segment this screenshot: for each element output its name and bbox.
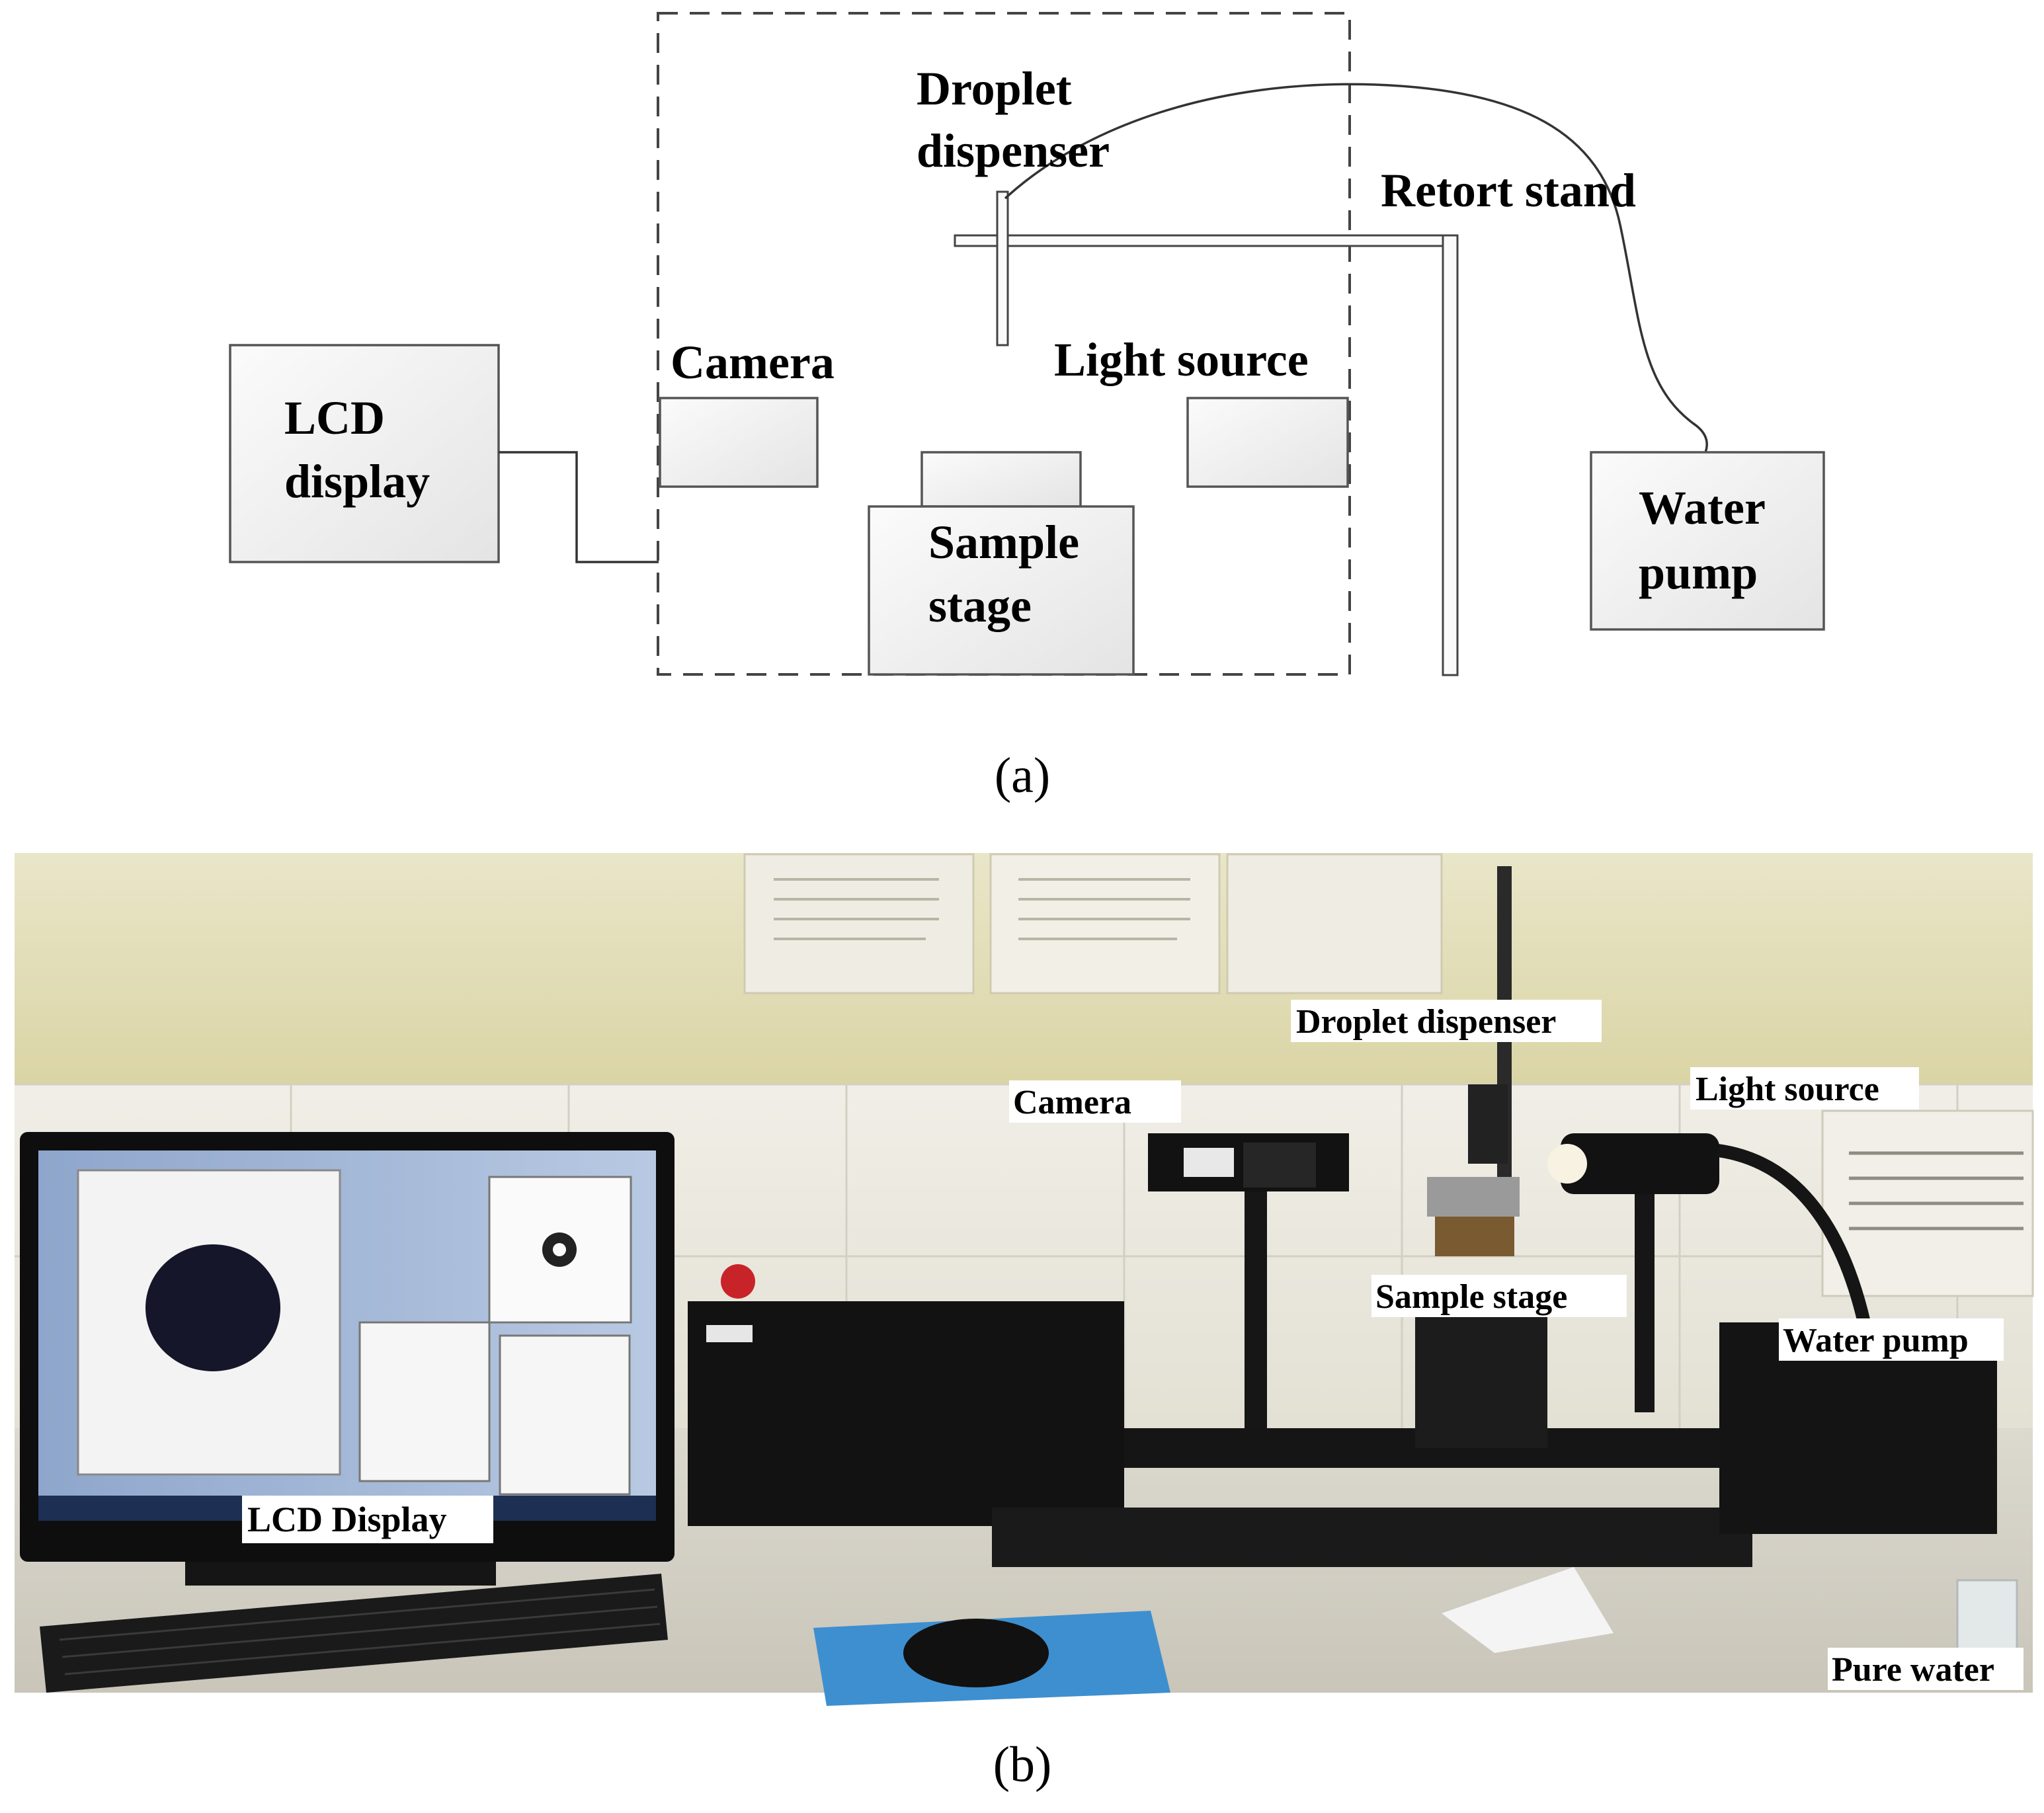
photo-label-pure-water: Pure water bbox=[1828, 1648, 2024, 1690]
sample-stage-top bbox=[920, 451, 1082, 508]
droplet-dispenser-needle bbox=[996, 190, 1009, 346]
svg-text:LCD Display: LCD Display bbox=[247, 1500, 447, 1539]
poster-3 bbox=[1226, 853, 1443, 994]
photo-sample-stage bbox=[1415, 1084, 1547, 1448]
photo-pure-water-beaker bbox=[1956, 1579, 2018, 1661]
camera-box bbox=[659, 397, 819, 488]
water-pump-box bbox=[1590, 451, 1825, 631]
emergency-stop-button bbox=[721, 1264, 755, 1299]
caption-b: (b) bbox=[993, 1737, 1052, 1793]
label-sample-stage-2: stage bbox=[928, 579, 1032, 632]
svg-text:Light source: Light source bbox=[1696, 1070, 1879, 1108]
photo-monitor bbox=[20, 1132, 675, 1586]
photo-tissue bbox=[1442, 1567, 1614, 1653]
monitor-stand bbox=[185, 1562, 496, 1586]
label-camera: Camera bbox=[671, 336, 835, 389]
panel-b-photo: Droplet dispenser Camera Light source Sa… bbox=[15, 853, 2034, 1793]
water-tube bbox=[1004, 83, 1708, 456]
notice-sign-text-lines bbox=[1849, 1151, 2024, 1230]
label-light-source: Light source bbox=[1054, 333, 1309, 386]
label-retort-stand: Retort stand bbox=[1381, 164, 1636, 217]
photo-label-droplet-dispenser: Droplet dispenser bbox=[1291, 1000, 1602, 1042]
label-lcd-1: LCD bbox=[284, 391, 385, 444]
label-water-pump-2: pump bbox=[1639, 546, 1758, 599]
photo-controller-box bbox=[688, 1301, 1124, 1526]
photo-label-sample-stage: Sample stage bbox=[1371, 1275, 1627, 1317]
photo-mouse bbox=[903, 1619, 1049, 1687]
photo-camera bbox=[1148, 1133, 1349, 1430]
svg-text:Sample stage: Sample stage bbox=[1375, 1278, 1567, 1316]
photo-label-camera: Camera bbox=[1009, 1080, 1181, 1123]
keyboard-key-rows bbox=[59, 1588, 661, 1675]
photo-label-lcd-display: LCD Display bbox=[242, 1496, 493, 1543]
screen-droplet-image bbox=[145, 1244, 280, 1371]
poster-1 bbox=[743, 853, 975, 994]
screen-dialog-1 bbox=[358, 1321, 491, 1482]
label-droplet-dispenser-1: Droplet bbox=[917, 62, 1072, 115]
panel-a-schematic: Droplet dispenser Retort stand Camera Li… bbox=[229, 12, 1825, 803]
sample-stage-box bbox=[868, 505, 1135, 676]
svg-text:Camera: Camera bbox=[1013, 1084, 1131, 1121]
photo-label-light-source: Light source bbox=[1690, 1067, 1919, 1109]
photo-label-water-pump: Water pump bbox=[1779, 1318, 2004, 1361]
lcd-display-box bbox=[229, 344, 500, 563]
caption-a: (a) bbox=[995, 748, 1050, 803]
label-droplet-dispenser-2: dispenser bbox=[917, 124, 1110, 177]
poster-text-lines bbox=[774, 878, 1190, 940]
label-water-pump-1: Water bbox=[1639, 481, 1766, 534]
lcd-connector-line bbox=[499, 451, 659, 563]
svg-text:Pure water: Pure water bbox=[1832, 1651, 1994, 1689]
label-sample-stage-1: Sample bbox=[928, 516, 1079, 569]
screen-dialog-2 bbox=[499, 1334, 631, 1496]
poster-2 bbox=[989, 853, 1221, 994]
light-source-box bbox=[1186, 397, 1349, 488]
svg-text:Droplet dispenser: Droplet dispenser bbox=[1296, 1003, 1556, 1041]
retort-stand bbox=[954, 234, 1459, 676]
label-lcd-2: display bbox=[284, 455, 430, 508]
svg-text:Water pump: Water pump bbox=[1783, 1322, 1969, 1359]
